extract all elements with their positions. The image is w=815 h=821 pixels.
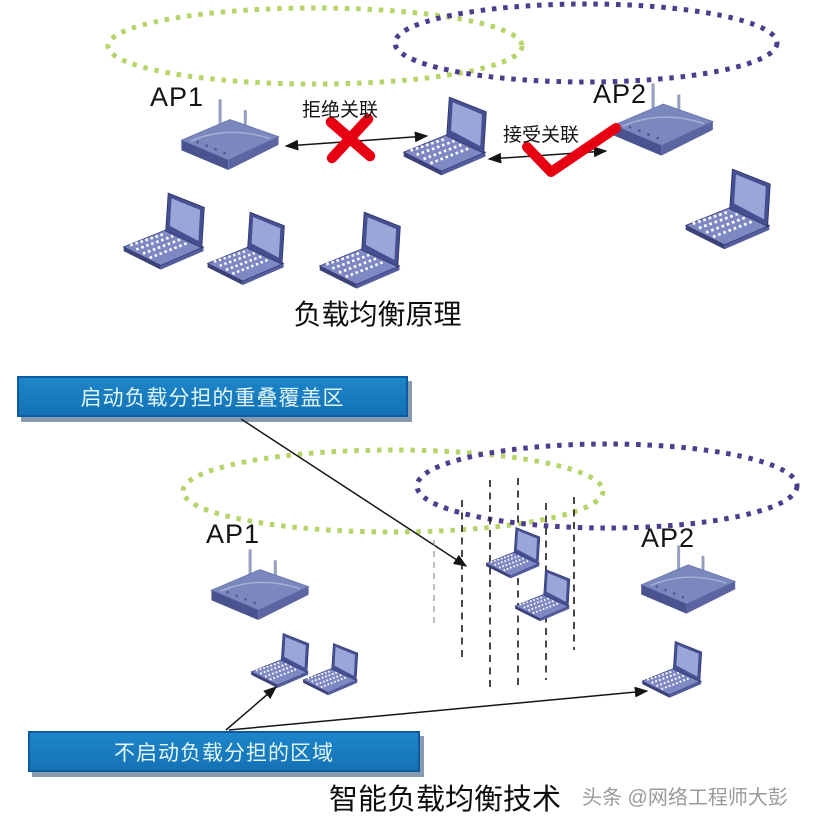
laptop-row-2 [206, 210, 286, 287]
overlap-laptop-1 [485, 526, 541, 580]
no-share-arrow-left [225, 686, 278, 731]
ap2-device-bottom [639, 545, 737, 616]
laptop-row-3 [318, 210, 402, 290]
laptop-top-right [684, 167, 772, 251]
overlap-zone-banner: 启动负载分担的重叠覆盖区 [17, 376, 408, 417]
ap2-label-bottom: AP2 [641, 523, 696, 553]
overlap-pointer-arrow [240, 418, 468, 567]
overlap-laptop-2 [514, 568, 571, 623]
ap1-label-top: AP1 [150, 82, 205, 112]
reject-x-icon [325, 113, 376, 164]
no-share-zone-banner: 不启动负载分担的区域 [28, 731, 420, 772]
left-zone-laptop-1 [250, 632, 310, 689]
watermark-credit: 头条 @网络工程师大彭 [582, 787, 788, 809]
coverage-ellipse-ap1-bottom [180, 447, 606, 535]
top-section-title: 负载均衡原理 [293, 299, 462, 330]
laptop-row-1 [122, 191, 206, 271]
bottom-section-title: 智能负载均衡技术 [328, 784, 561, 816]
no-share-arrow-right [228, 686, 649, 731]
ap1-label-bottom: AP1 [206, 519, 261, 549]
right-zone-laptop [641, 640, 703, 699]
left-zone-laptop-2 [302, 642, 359, 697]
accept-check-icon [522, 123, 621, 177]
reject-association-label: 拒绝关联 [302, 100, 379, 121]
coverage-ellipse-ap2-bottom [414, 441, 800, 531]
ap2-label-top: AP2 [593, 79, 648, 109]
coverage-ellipse-ap2-top [392, 1, 780, 85]
coverage-ellipse-ap1-top [105, 5, 525, 87]
accept-association-label: 接受关联 [503, 125, 580, 146]
ap1-device-bottom [209, 549, 311, 622]
